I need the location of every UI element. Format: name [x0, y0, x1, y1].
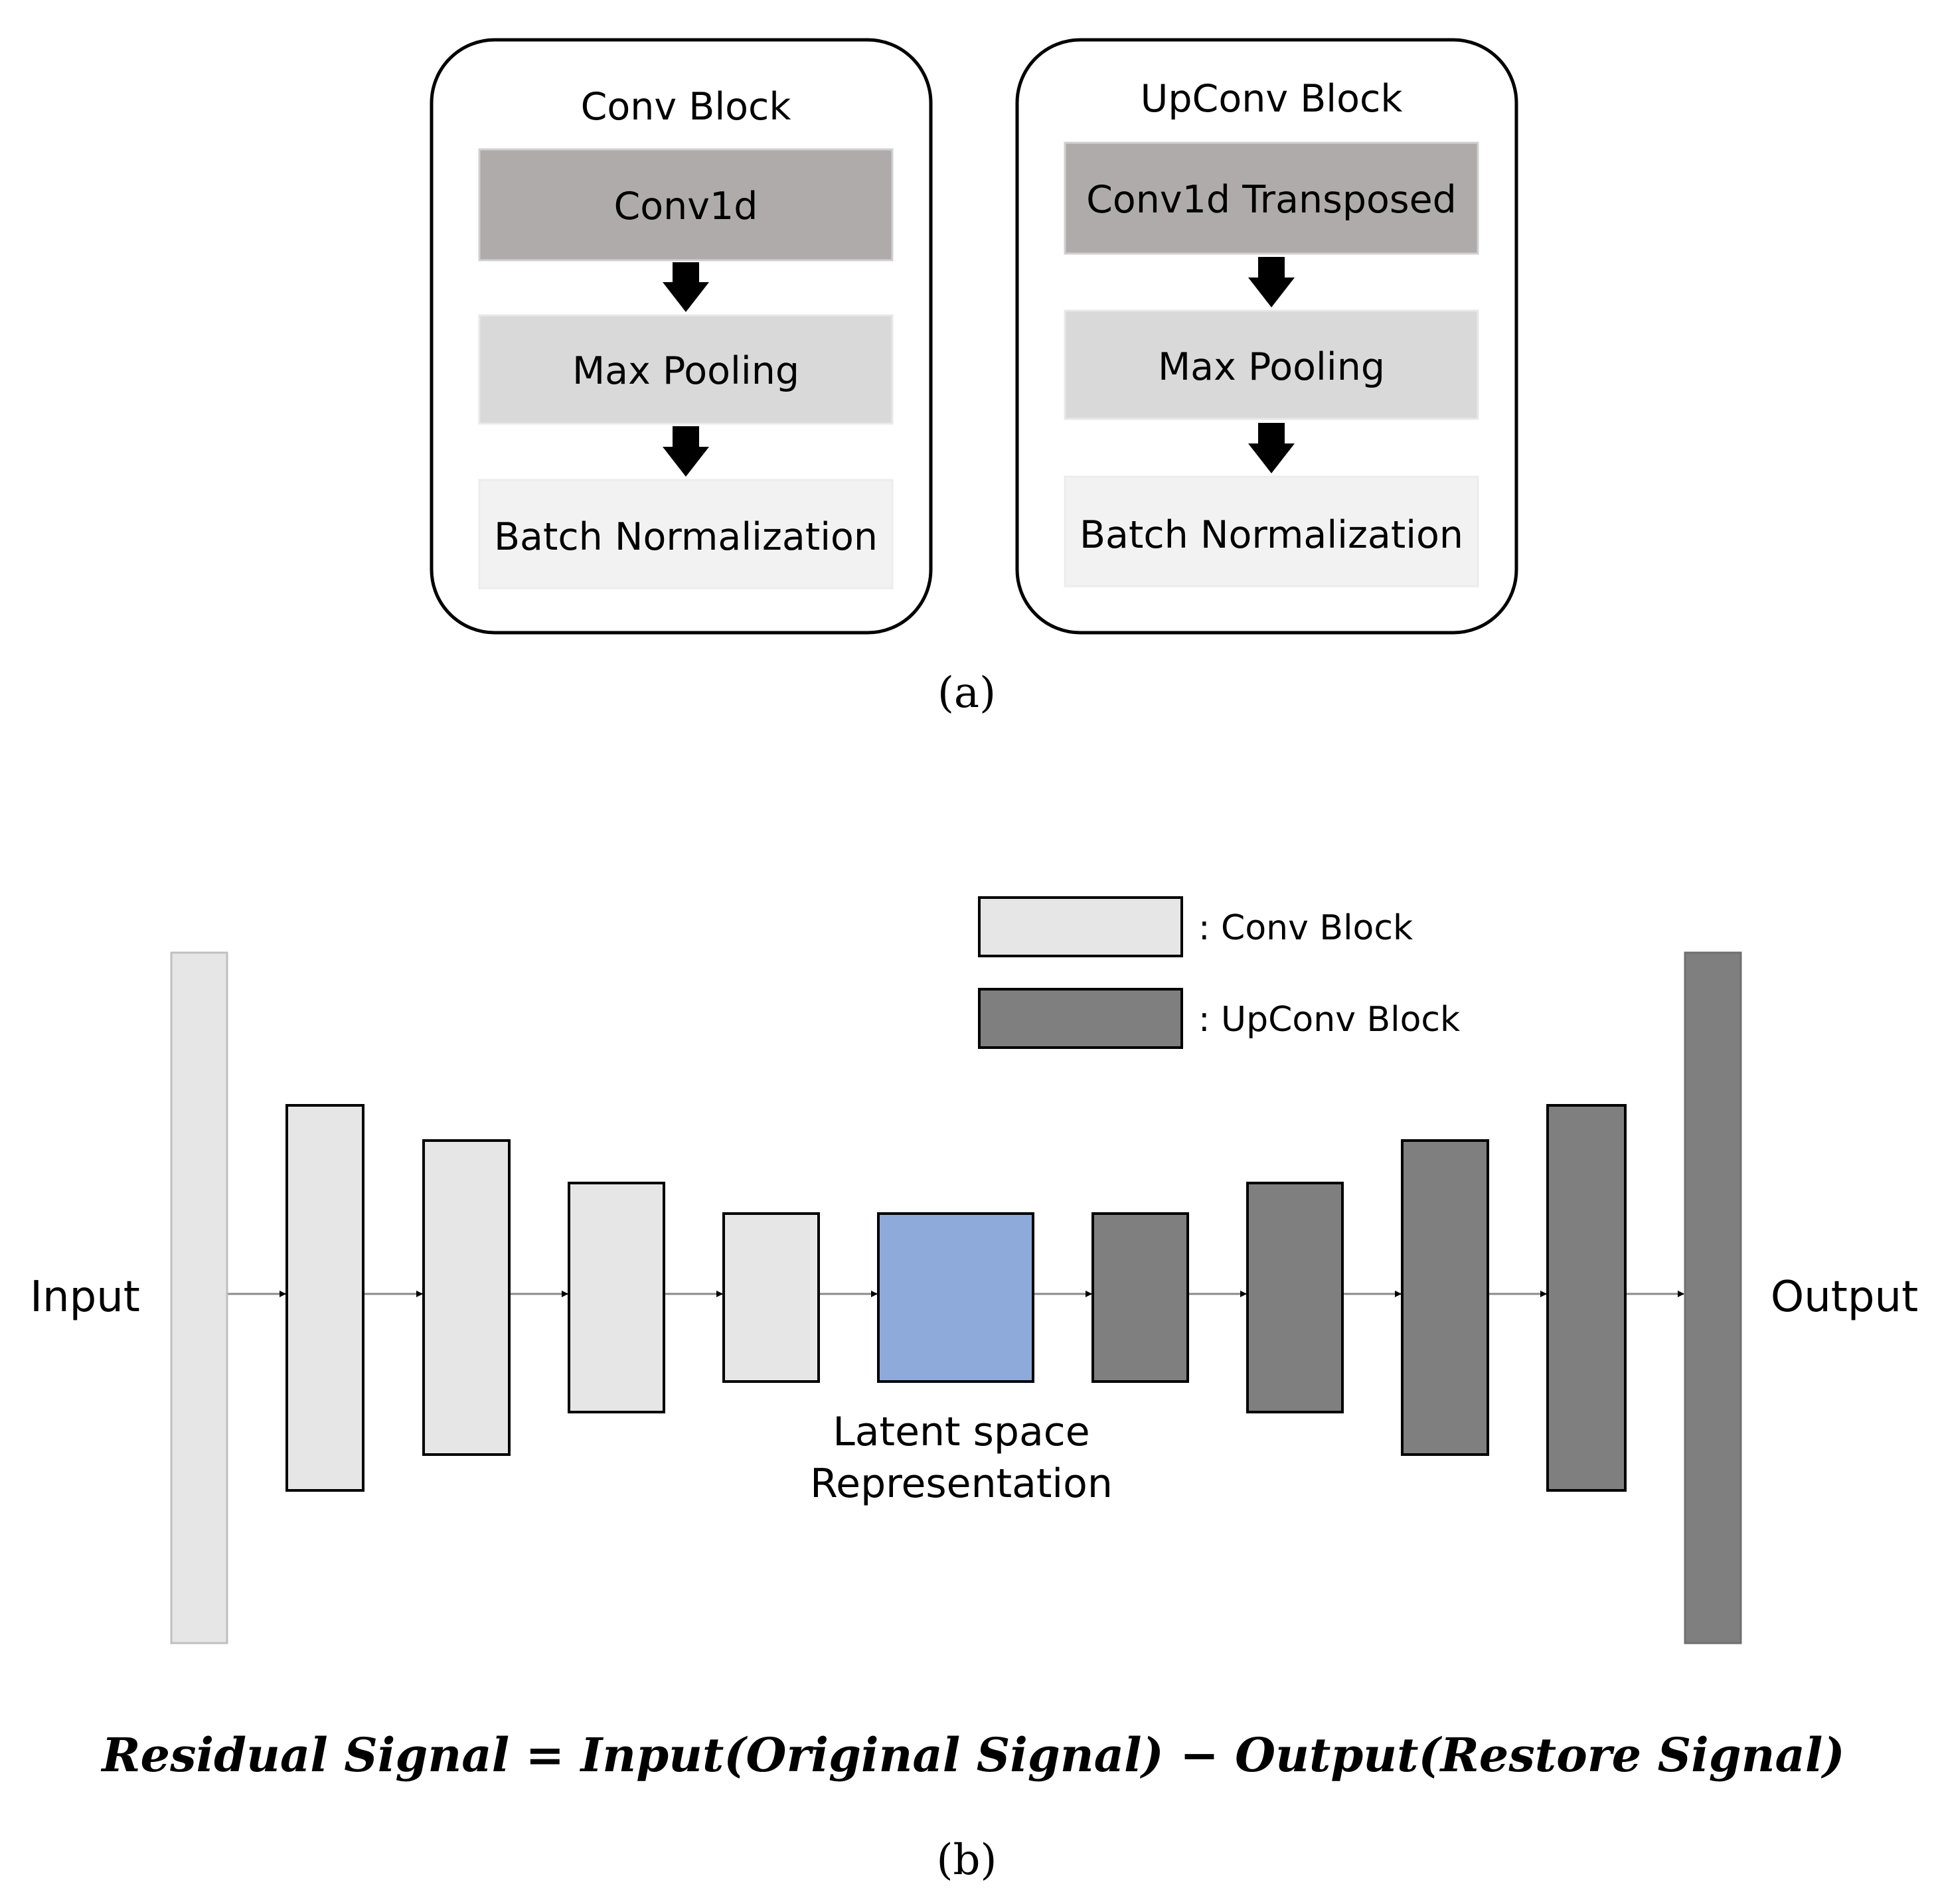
decoder-upconv-block-4: [1546, 1104, 1627, 1492]
max-pooling-layer: [478, 314, 894, 425]
batch-normalization-layer: [478, 479, 894, 590]
upconv-block-title: UpConv Block: [1141, 77, 1403, 121]
conv1d-label: Conv1d: [614, 185, 758, 228]
latent-space-block: [877, 1212, 1034, 1383]
legend: : Conv Block : UpConv Block: [978, 896, 1460, 1049]
output-label: Output: [1771, 1273, 1918, 1322]
legend-conv-label: : Conv Block: [1198, 908, 1413, 948]
encoder-conv-block-1: [285, 1104, 364, 1492]
output-layer: [1684, 951, 1742, 1644]
conv1d-transposed-label: Conv1d Transposed: [1086, 178, 1457, 222]
upconv-block-diagram: UpConv Block Conv1d Transposed Max Pooli…: [1015, 38, 1518, 635]
batch-normalization-label: Batch Normalization: [1080, 513, 1463, 557]
input-label: Input: [30, 1273, 140, 1322]
decoder-upconv-block-2: [1246, 1182, 1344, 1413]
down-arrow-icon: [663, 262, 709, 312]
down-arrow-icon: [1248, 423, 1295, 473]
panel-a: Conv Block Conv1d Max Pooling Batch Norm…: [430, 38, 1518, 718]
residual-formula: Residual Signal = Input(Original Signal)…: [100, 1727, 1844, 1783]
max-pooling-label: Max Pooling: [572, 349, 799, 393]
latent-label-line1: Latent space: [833, 1409, 1089, 1455]
decoder-upconv-block-1: [1091, 1212, 1189, 1383]
legend-conv-swatch: [978, 896, 1183, 957]
batch-normalization-layer: [1064, 475, 1479, 588]
max-pooling-layer: [1064, 309, 1479, 420]
down-arrow-icon: [1248, 257, 1295, 307]
conv-block-diagram: Conv Block Conv1d Max Pooling Batch Norm…: [430, 38, 933, 635]
conv-block-title: Conv Block: [581, 85, 791, 129]
conv1d-layer: [478, 148, 894, 262]
legend-upconv-swatch: [978, 988, 1183, 1049]
panel-b: : Conv Block : UpConv Block Input Latent: [30, 896, 1918, 1885]
decoder-upconv-block-3: [1401, 1139, 1489, 1456]
conv1d-transposed-layer: [1064, 141, 1479, 255]
caption-b: (b): [937, 1836, 997, 1885]
batch-normalization-label: Batch Normalization: [494, 515, 878, 559]
max-pooling-label: Max Pooling: [1158, 345, 1385, 389]
encoder-conv-block-3: [568, 1182, 665, 1413]
encoder-conv-block-4: [722, 1212, 820, 1383]
caption-a: (a): [937, 669, 996, 718]
legend-upconv-label: : UpConv Block: [1198, 1000, 1460, 1040]
down-arrow-icon: [663, 426, 709, 477]
input-layer: [170, 951, 228, 1644]
latent-label-line2: Representation: [810, 1461, 1113, 1507]
encoder-conv-block-2: [422, 1139, 511, 1456]
